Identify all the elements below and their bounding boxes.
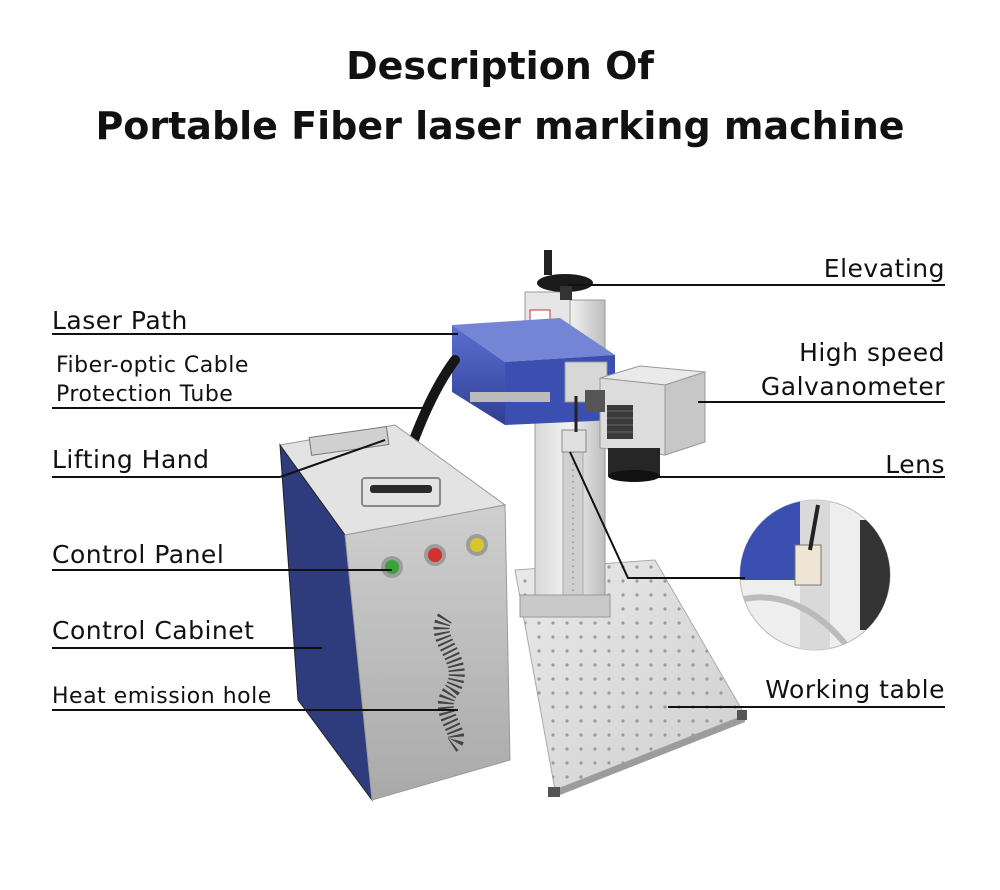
heat-emission-hole: [433, 613, 465, 752]
label-heat-emission-hole: Heat emission hole: [52, 684, 272, 709]
control-cabinet: [279, 424, 511, 802]
pointer-clamp: [561, 396, 587, 453]
label-control-cabinet: Control Cabinet: [52, 616, 255, 645]
label-laser-path: Laser Path: [52, 306, 188, 335]
fiber-optic-cable: [407, 355, 460, 450]
label-lens: Lens: [885, 450, 945, 479]
label-galvanometer-line1: High speed: [799, 338, 945, 367]
elevating-handwheel: [537, 250, 593, 300]
control-panel: [381, 534, 488, 578]
galvanometer: [585, 365, 706, 456]
label-elevating: Elevating: [823, 254, 945, 283]
detail-zoom-circle: [739, 499, 891, 651]
label-fiber-cable-line1: Fiber-optic Cable: [56, 353, 249, 378]
label-galvanometer-line2: Galvanometer: [760, 372, 945, 401]
title-line-1: Description Of: [346, 44, 654, 88]
leader-lines: [52, 284, 945, 711]
lens: [608, 448, 660, 482]
label-control-panel: Control Panel: [52, 540, 225, 569]
title-line-2: Portable Fiber laser marking machine: [95, 104, 905, 148]
label-working-table: Working table: [765, 675, 945, 704]
label-fiber-cable-line2: Protection Tube: [56, 382, 234, 407]
label-lifting-hand: Lifting Hand: [52, 445, 210, 474]
